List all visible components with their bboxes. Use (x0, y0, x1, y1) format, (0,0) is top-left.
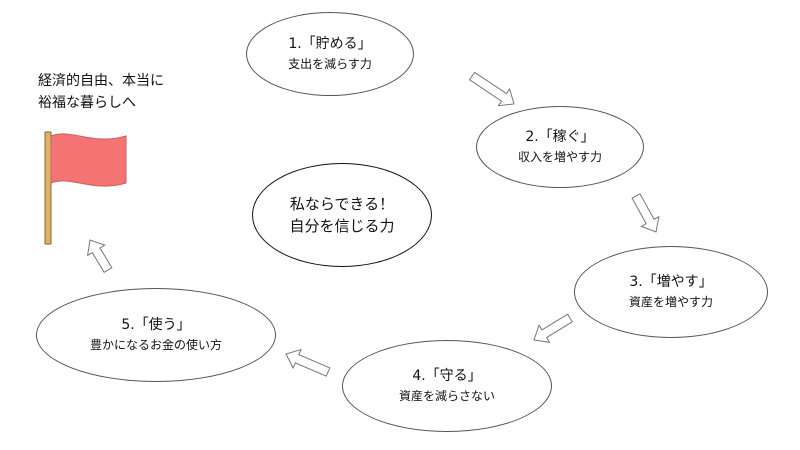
step-3-subtitle: 資産を増やす力 (628, 295, 713, 309)
step-1-ellipse: 1.「貯める」 支出を減らす力 (246, 12, 414, 96)
step-4-ellipse: 4.「守る」 資産を減らさない (342, 340, 552, 432)
step-4-title: 4.「守る」 (412, 368, 482, 384)
step-5-title: 5.「使う」 (121, 317, 191, 333)
step-4-subtitle: 資産を減らさない (398, 389, 495, 403)
step-1-title: 1.「貯める」 (288, 36, 372, 52)
flag-icon (44, 131, 127, 245)
arrow-icon-step4-to-step5 (285, 348, 331, 377)
arrow-icon-step3-to-step4 (533, 313, 573, 343)
step-3-ellipse: 3.「増やす」 資産を増やす力 (574, 246, 768, 338)
arrow-icon-step1-to-step2 (468, 71, 515, 107)
step-2-ellipse: 2.「稼ぐ」 収入を増やす力 (476, 106, 644, 188)
step-5-subtitle: 豊かになるお金の使い方 (89, 338, 222, 352)
center-text-line-2: 自分を信じる力 (289, 217, 395, 235)
step-5-ellipse: 5.「使う」 豊かになるお金の使い方 (36, 288, 276, 382)
center-ellipse: 私ならできる！ 自分を信じる力 (252, 163, 432, 267)
arrow-icon-step2-to-step3 (631, 193, 660, 233)
center-text-line-1: 私ならできる！ (289, 195, 395, 213)
step-1-subtitle: 支出を減らす力 (288, 57, 372, 71)
step-3-title: 3.「増やす」 (629, 274, 713, 290)
flag-cloth (50, 133, 127, 187)
step-2-subtitle: 収入を増やす力 (517, 150, 602, 164)
step-2-title: 2.「稼ぐ」 (525, 129, 595, 145)
flag-pole (44, 131, 52, 245)
goal-text-line-2: 裕福な暮らしへ (38, 95, 136, 111)
goal-text: 経済的自由、本当に 裕福な暮らしへ (38, 70, 164, 114)
goal-text-line-1: 経済的自由、本当に (38, 73, 164, 89)
